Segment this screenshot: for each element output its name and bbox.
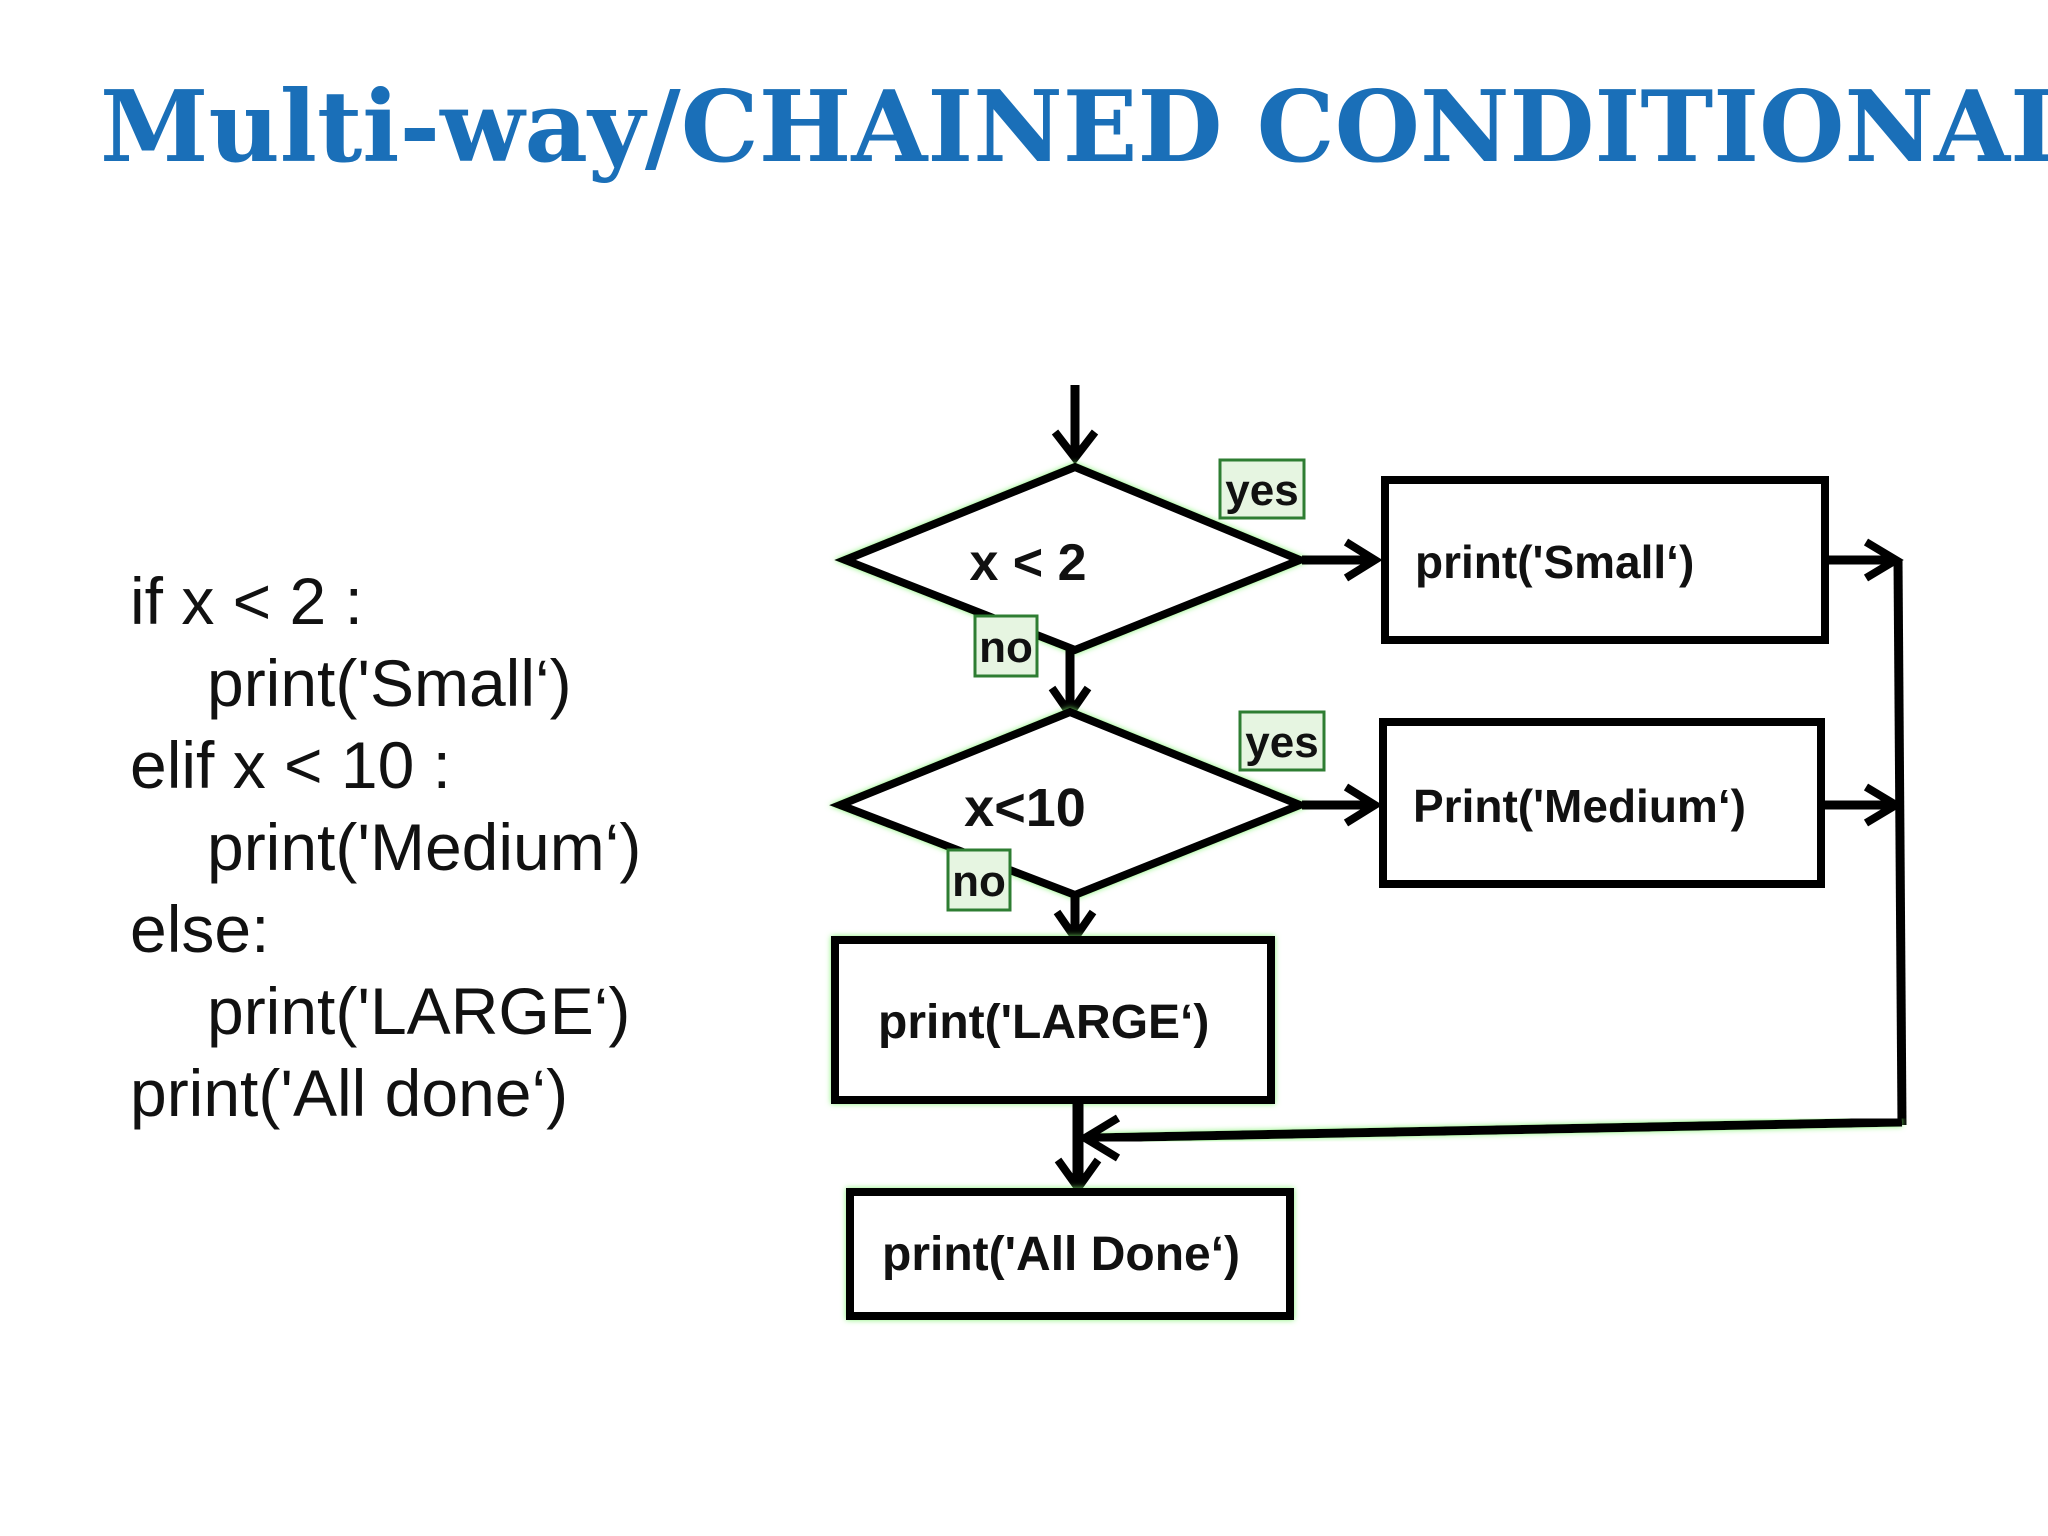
svg-text:no: no bbox=[952, 857, 1006, 906]
code-line-print-medium: print('Medium‘) bbox=[207, 810, 642, 884]
svg-text:print('Small‘): print('Small‘) bbox=[1415, 536, 1694, 588]
svg-text:yes: yes bbox=[1245, 718, 1318, 767]
svg-text:yes: yes bbox=[1225, 466, 1298, 515]
arrow-no-2 bbox=[1053, 895, 1097, 946]
yes-label-2: yes bbox=[1238, 710, 1326, 772]
box-print-large bbox=[831, 936, 1275, 1104]
box-print-all-done bbox=[846, 1188, 1294, 1320]
arrow-yes-1 bbox=[1302, 538, 1383, 582]
right-connectors bbox=[1077, 538, 1907, 1162]
code-line-elif: elif x < 10 : bbox=[130, 728, 452, 802]
svg-text:Print('Medium‘): Print('Medium‘) bbox=[1413, 780, 1746, 832]
yes-label-1: yes bbox=[1218, 458, 1306, 520]
no-label-2: no bbox=[946, 848, 1012, 912]
entry-arrow bbox=[1051, 385, 1099, 465]
no-label-1: no bbox=[973, 614, 1039, 678]
code-line-print-done: print('All done‘) bbox=[130, 1056, 569, 1130]
code-line-else: else: bbox=[130, 892, 270, 966]
arrow-yes-2 bbox=[1302, 783, 1383, 827]
box-print-all-done-label: print('All Done‘) bbox=[882, 1228, 1240, 1281]
box-print-small: print('Small‘) bbox=[1381, 476, 1829, 644]
decision-2-label: x<10 bbox=[964, 778, 1086, 838]
slide-title: Multi-way/CHAINED CONDITIONALS bbox=[100, 70, 2048, 185]
box-print-large-label: print('LARGE‘) bbox=[878, 996, 1209, 1049]
code-line-print-large: print('LARGE‘) bbox=[207, 974, 631, 1048]
code-line-print-small: print('Small‘) bbox=[207, 646, 572, 720]
box-print-medium: Print('Medium‘) bbox=[1379, 718, 1825, 888]
code-block: if x < 2 : print('Small‘) elif x < 10 : … bbox=[130, 560, 641, 1134]
decision-x-lt-2 bbox=[834, 462, 1311, 655]
decision-1-label: x < 2 bbox=[969, 534, 1086, 592]
svg-text:no: no bbox=[979, 623, 1033, 672]
code-line-if: if x < 2 : bbox=[130, 564, 363, 638]
arrow-no-1 bbox=[1048, 650, 1092, 722]
